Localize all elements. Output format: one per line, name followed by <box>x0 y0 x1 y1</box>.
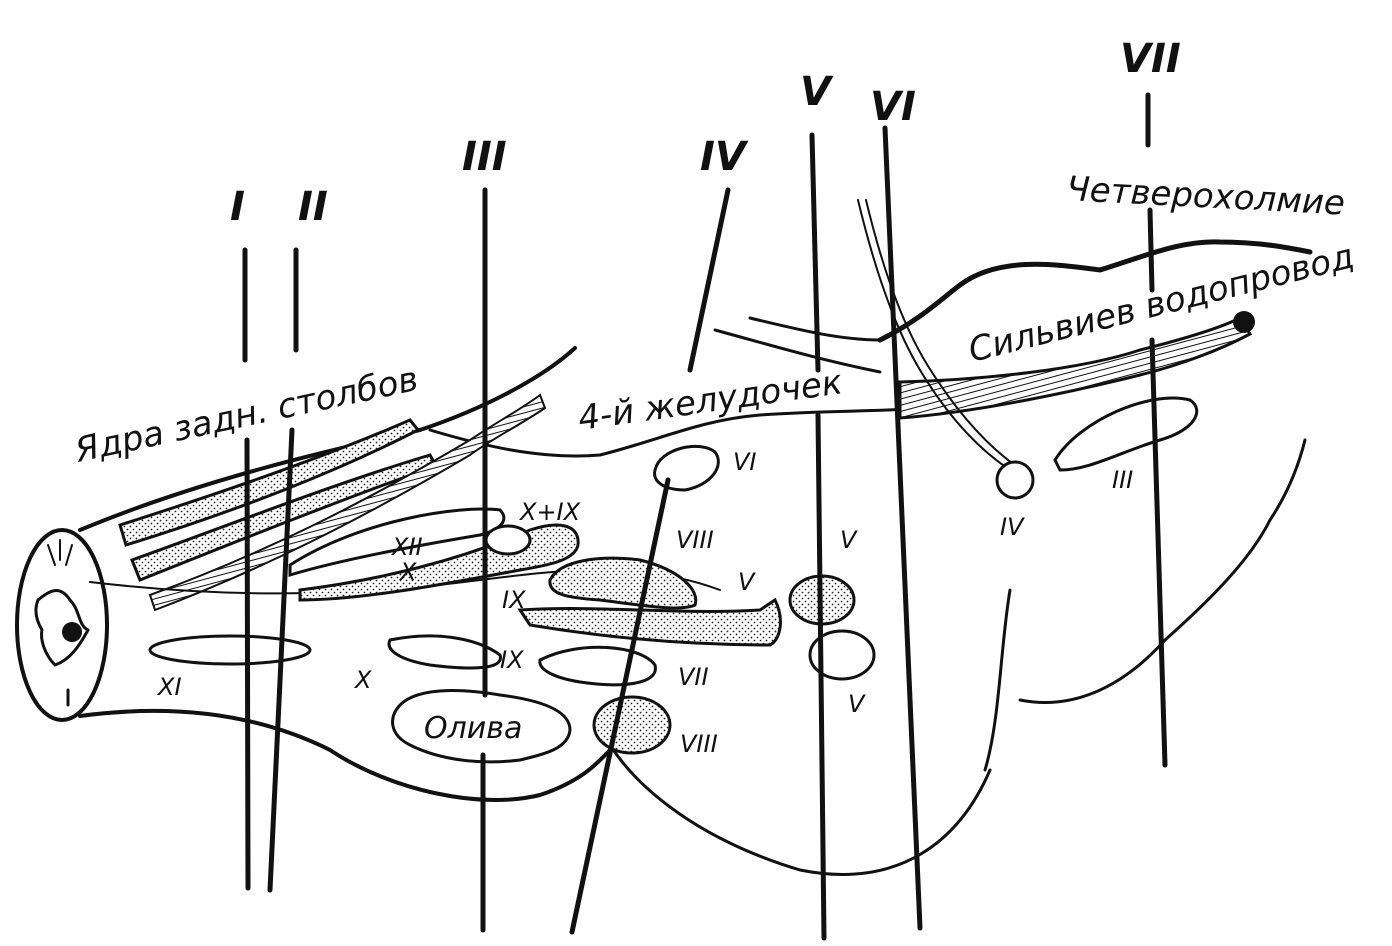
nucleus-vi-label: VI <box>733 448 757 476</box>
section-lines <box>242 92 1168 941</box>
nucleus-x-plus-ix-shape <box>484 524 532 556</box>
nucleus-labels: XI XII X X+IX IX X IX VI VIII V V VII VI… <box>156 448 1133 758</box>
nucleus-v-b-label: V <box>840 526 858 554</box>
nucleus-xi-label: XI <box>156 673 182 701</box>
nucleus-vii-shape <box>538 645 657 687</box>
nucleus-vii-label: VII <box>678 663 709 691</box>
section-labels: I II III IV V VI VII <box>230 36 1181 230</box>
nucleus-iv-label: IV <box>1000 513 1025 541</box>
label-fourth-ventricle: 4-й желудочек <box>576 362 845 439</box>
nucleus-ix-lower-label: IX <box>500 646 524 674</box>
nucleus-x-lower-label: X <box>353 666 372 694</box>
label-quadrigemina: Четверохолмие <box>1066 169 1346 224</box>
nucleus-viii-lower-label: VIII <box>680 730 718 758</box>
nucleus-v-a-label: V <box>738 568 756 596</box>
brainstem-outline <box>78 199 1313 876</box>
nucleus-viii-upper-label: VIII <box>676 526 714 554</box>
section-label-ii: II <box>298 184 328 230</box>
section-label-i: I <box>230 184 245 230</box>
section-label-vi: VI <box>870 84 916 130</box>
nucleus-vi-shape <box>653 444 720 492</box>
nucleus-x-lower-shape <box>387 634 502 670</box>
nucleus-x-upper-label: X <box>398 558 417 586</box>
nucleus-ix-upper-label: IX <box>502 586 526 614</box>
section-label-iv: IV <box>700 134 749 180</box>
nucleus-viii-lower-shape <box>592 695 672 755</box>
olive-shape <box>391 689 572 764</box>
section-label-vii: VII <box>1120 36 1181 82</box>
nucleus-v-c-shape <box>808 629 876 681</box>
nucleus-ix-upper-shape <box>517 597 782 647</box>
section-label-v: V <box>800 69 834 115</box>
nucleus-xi-shape <box>148 634 312 666</box>
nucleus-xii-shape <box>288 507 506 578</box>
spinal-cord-section <box>15 528 109 722</box>
nucleus-xii-label: XII <box>390 533 423 561</box>
section-label-iii: III <box>462 134 507 180</box>
nucleus-viii-upper-shape <box>548 556 698 610</box>
nucleus-x-plus-ix-label: X+IX <box>518 498 581 526</box>
nucleus-v-c-label: V <box>848 690 866 718</box>
nucleus-iii-label: III <box>1112 466 1133 494</box>
label-olive: Олива <box>424 711 522 746</box>
